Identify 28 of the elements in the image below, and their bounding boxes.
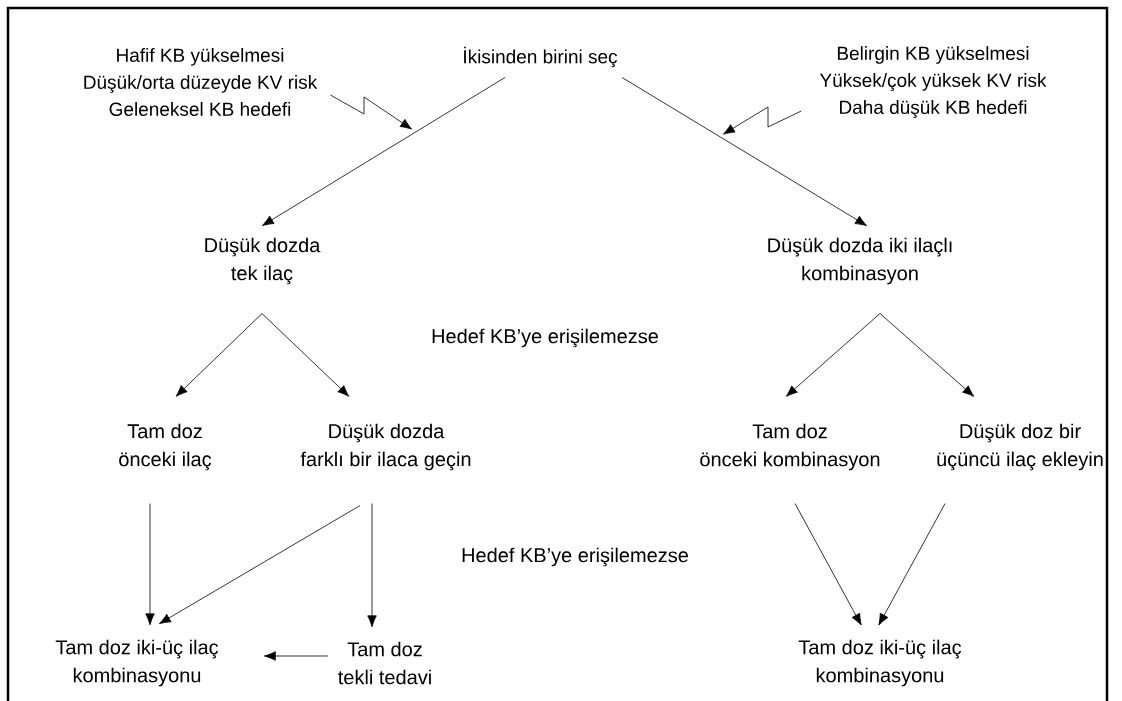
- condition-note: Hedef KB’ye erişilemezse: [462, 547, 688, 567]
- arrow: [262, 77, 506, 226]
- step-text: Tam doz önceki ilaç: [119, 423, 212, 471]
- step-text: Tam doz tekli tedavi: [338, 641, 431, 685]
- step-text: Düşük dozda tek ilaç: [205, 237, 321, 285]
- arrow: [785, 313, 881, 397]
- arrow: [621, 77, 867, 227]
- condition-text: Belirgin KB yükselmesi Yüksek/çok yüksek KV risk Daha düşük KB hedefi: [819, 46, 1047, 118]
- arrow: [175, 313, 263, 397]
- step-text: Tam doz iki-üç ilaç kombinasyonu: [55, 639, 219, 687]
- zigzag-arrow: [723, 106, 802, 135]
- step-text: Düşük dozda iki ilaçlı kombinasyon: [768, 237, 952, 285]
- step-text: Tam doz iki-üç ilaç kombinasyonu: [798, 639, 962, 687]
- zigzag-arrow: [330, 94, 413, 130]
- arrow: [367, 503, 377, 628]
- arrow: [159, 505, 361, 625]
- step-text: Düşük doz bir üçüncü ilaç ekleyin: [937, 423, 1103, 471]
- condition-note: Hedef KB’ye erişilemezse: [432, 328, 658, 348]
- condition-text: Hafif KB yükselmesi Düşük/orta düzeyde KV risk Geleneksel KB hedefi: [84, 48, 318, 116]
- arrow: [879, 313, 975, 397]
- step-text: İkisinden birini seç: [464, 46, 618, 68]
- arrow: [878, 503, 946, 626]
- step-text: Düşük dozda farklı bir ilaca geçin: [300, 423, 471, 471]
- arrow: [261, 313, 350, 397]
- step-text: Tam doz önceki kombinasyon: [700, 423, 880, 471]
- arrow: [263, 651, 329, 661]
- arrow: [145, 503, 155, 626]
- arrow: [794, 503, 862, 626]
